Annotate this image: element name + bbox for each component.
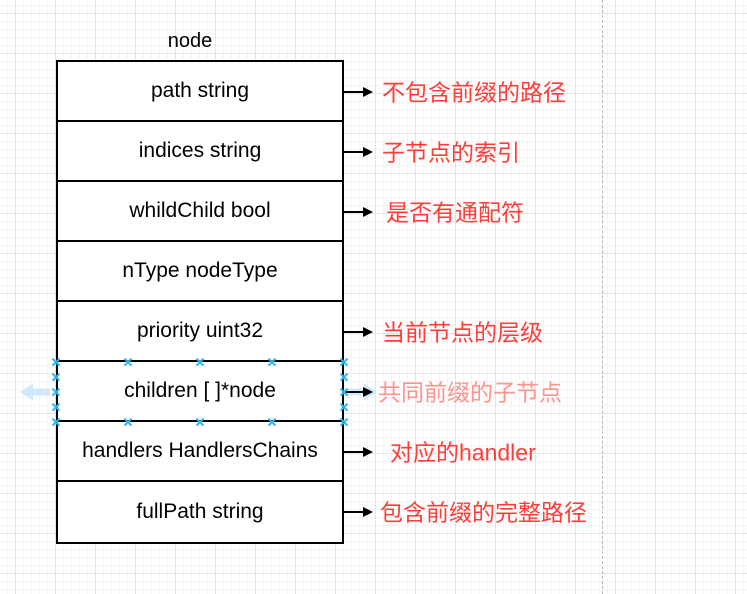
annotation-text[interactable]: 包含前缀的完整路径 (380, 499, 587, 526)
field-label: path string (150, 79, 250, 102)
field-label: children [ ]*node (124, 379, 276, 402)
connection-point-icon[interactable] (195, 417, 205, 427)
connection-point-icon[interactable] (51, 387, 61, 397)
connection-point-icon[interactable] (51, 402, 61, 412)
struct-row-whildchild[interactable]: whildChild bool (58, 182, 342, 242)
connector-arrow[interactable] (344, 207, 373, 217)
annotation-text[interactable]: 是否有通配符 (386, 199, 524, 226)
connection-point-icon[interactable] (51, 417, 61, 427)
connector-arrow[interactable] (344, 87, 373, 97)
connection-point-icon[interactable] (51, 372, 61, 382)
field-label: priority uint32 (136, 319, 264, 342)
connection-point-icon[interactable] (123, 417, 133, 427)
field-label: nType nodeType (122, 259, 278, 282)
struct-row-fullpath[interactable]: fullPath string (58, 482, 342, 542)
connector-arrow[interactable] (344, 327, 373, 337)
connection-point-icon[interactable] (339, 417, 349, 427)
page-boundary-dashed-line (602, 0, 603, 594)
annotation-text[interactable]: 当前节点的层级 (382, 319, 543, 346)
connection-point-icon[interactable] (339, 372, 349, 382)
direction-left-arrow-icon[interactable] (20, 383, 50, 401)
field-label: whildChild bool (129, 199, 271, 222)
node-struct-box[interactable]: path string indices string whildChild bo… (56, 60, 344, 544)
connector-arrow[interactable] (344, 507, 373, 517)
field-label: fullPath string (136, 500, 264, 523)
annotation-text[interactable]: 不包含前缀的路径 (382, 79, 566, 106)
connection-point-icon[interactable] (339, 402, 349, 412)
connection-point-icon[interactable] (339, 357, 349, 367)
connection-point-icon[interactable] (267, 417, 277, 427)
struct-row-priority[interactable]: priority uint32 (58, 302, 342, 362)
struct-row-ntype[interactable]: nType nodeType (58, 242, 342, 302)
struct-row-children[interactable]: children [ ]*node (58, 362, 342, 422)
struct-title[interactable]: node (167, 30, 213, 52)
connector-arrow[interactable] (344, 387, 373, 397)
struct-row-handlers[interactable]: handlers HandlersChains (58, 422, 342, 482)
struct-row-indices[interactable]: indices string (58, 122, 342, 182)
struct-row-path[interactable]: path string (58, 62, 342, 122)
field-label: handlers HandlersChains (82, 439, 318, 462)
connection-point-icon[interactable] (339, 387, 349, 397)
annotation-text-selected[interactable]: 共同前缀的子节点 (378, 379, 562, 406)
connection-point-icon[interactable] (267, 357, 277, 367)
connector-arrow[interactable] (344, 447, 373, 457)
connection-point-icon[interactable] (51, 357, 61, 367)
field-label: indices string (138, 139, 262, 162)
connector-arrow[interactable] (344, 147, 373, 157)
annotation-text[interactable]: 子节点的索引 (382, 139, 520, 166)
connection-point-icon[interactable] (123, 357, 133, 367)
connection-point-icon[interactable] (195, 357, 205, 367)
annotation-text[interactable]: 对应的handler (390, 439, 536, 466)
